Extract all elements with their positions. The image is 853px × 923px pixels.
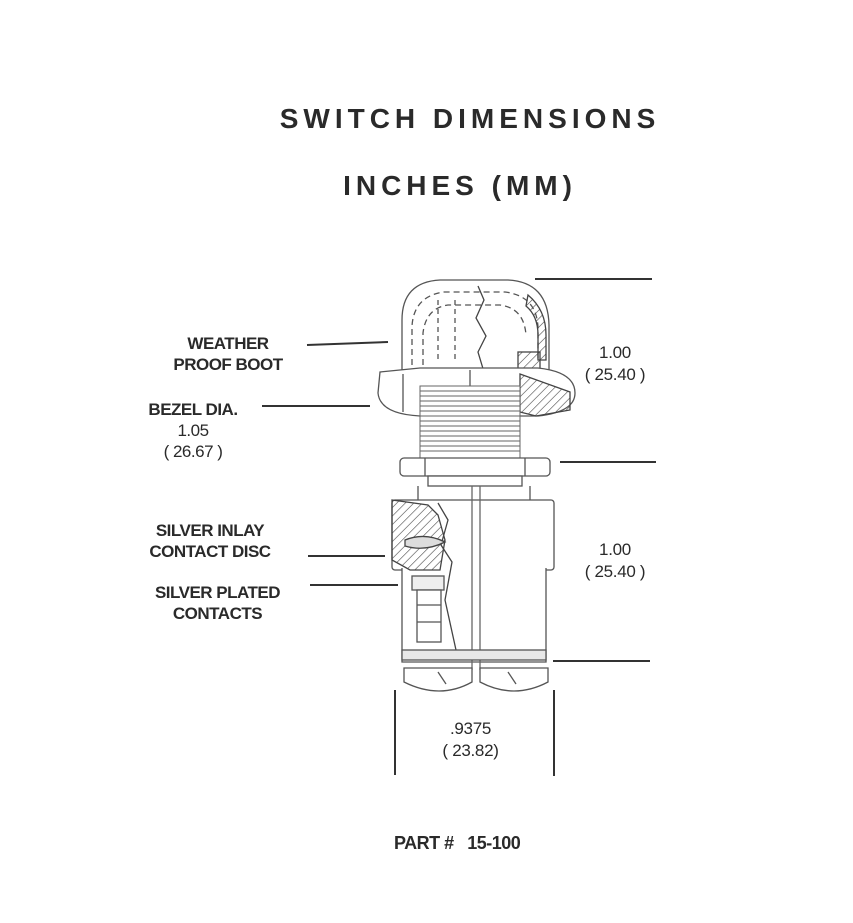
part-label: PART # [394,833,454,853]
dimension-upper-height: 1.00 ( 25.40 ) [584,343,646,384]
switch-body [391,486,555,670]
callout-silver-plated: SILVER PLATED CONTACTS [154,583,281,623]
threaded-bushing [419,385,521,459]
part-value: 15-100 [467,833,521,853]
page-subtitle: INCHES (MM) [343,170,577,201]
part-number: PART # 15-100 [394,833,521,854]
extension-lines [394,278,656,776]
callout-bezel-diameter: BEZEL DIA. 1.05 ( 26.67 ) [148,400,238,461]
dimension-lower-height: 1.00 ( 25.40 ) [584,540,646,581]
leader-lines [262,341,398,586]
weather-boot [401,279,550,375]
hex-nut [399,457,551,487]
screw-terminals [403,667,549,692]
callout-silver-inlay: SILVER INLAY CONTACT DISC [149,521,271,561]
callout-weather-boot: WEATHER PROOF BOOT [173,334,283,374]
dimension-body-width: .9375 ( 23.82) [442,719,499,760]
page-title: SWITCH DIMENSIONS [279,103,661,134]
